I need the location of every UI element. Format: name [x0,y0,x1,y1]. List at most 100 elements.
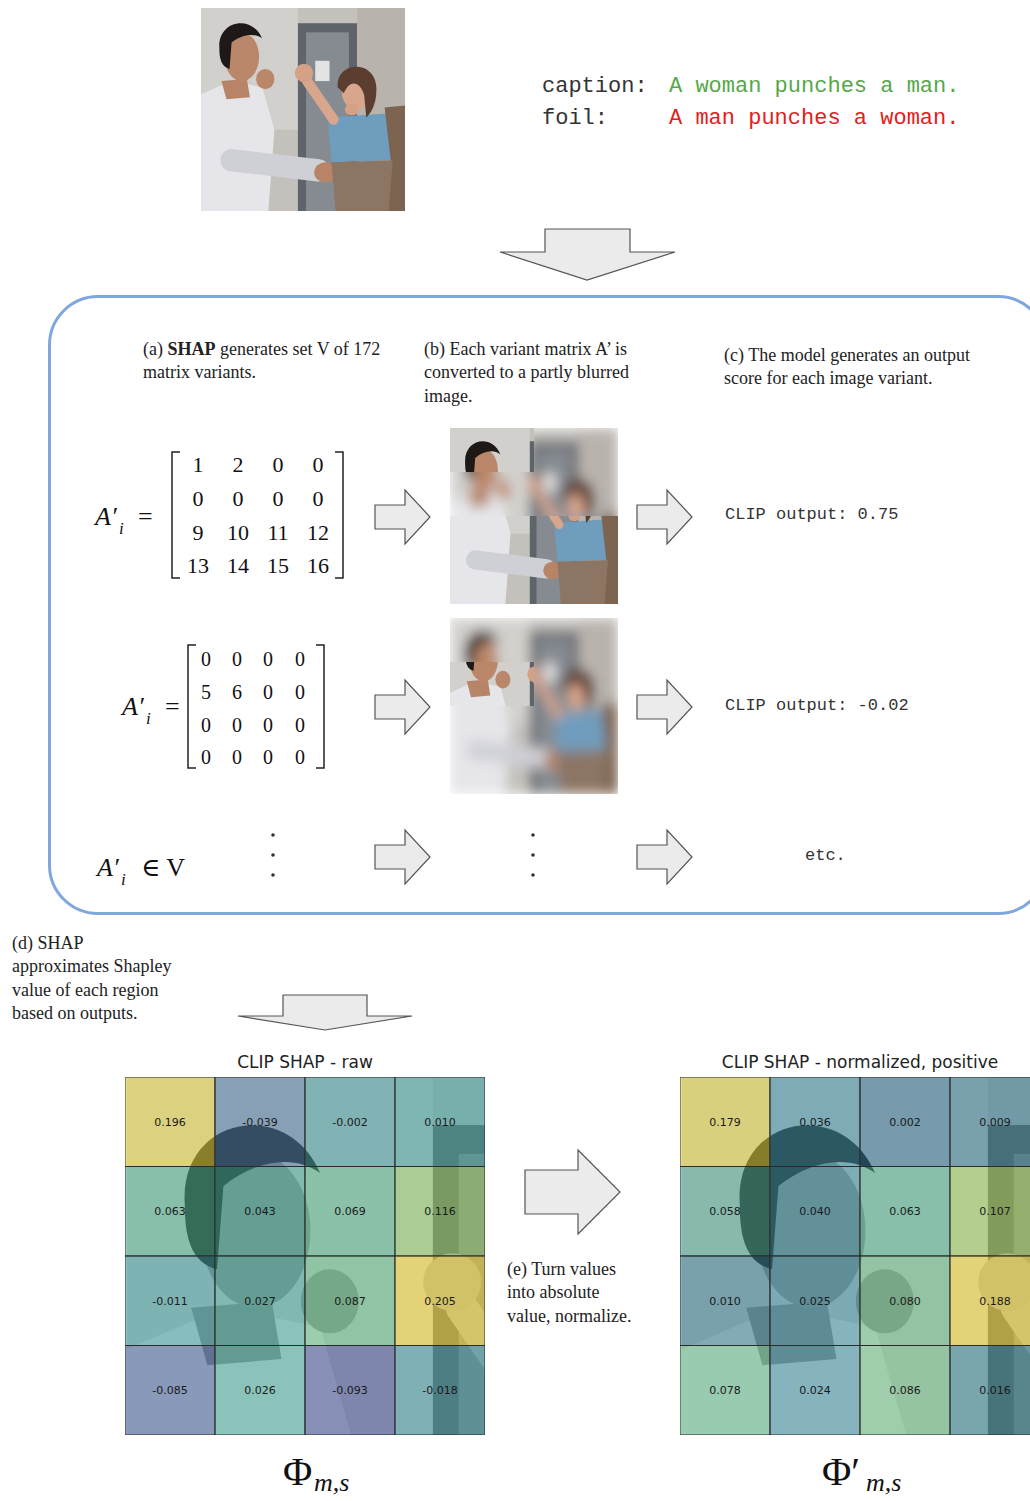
label-text: 0 [201,715,211,735]
label-text: 0.196 [154,1116,186,1127]
heat-cell [860,1167,950,1257]
label-text: A′ [97,853,119,883]
block-arrow [375,680,430,734]
ellipsis-dot [531,873,535,877]
label-text: 0 [232,715,242,735]
label-text: -0.018 [422,1385,457,1396]
label-text: (e) Turn values into absolute value, nor… [507,1258,632,1328]
label-text: = [138,502,153,532]
label-text: 14 [227,555,249,577]
heat-cell [680,1167,770,1257]
heatmap-panel: CLIP SHAP - raw [125,1050,485,1435]
step-heading: (a) SHAP generates set V of 172 matrix v… [143,338,393,385]
ellipsis-dot [271,853,275,857]
step-heading: (b) Each variant matrix A’ is converted … [424,338,679,408]
label-text: 0 [233,488,244,510]
matrix-bracket [335,452,343,578]
heat-cell [950,1077,1030,1167]
heat-cell [305,1077,395,1167]
label-text: 10 [227,522,249,544]
label-text: ∈ V [141,853,185,883]
label-text: caption: [542,76,648,98]
label-text: 0.116 [424,1206,456,1217]
label-text: 0.010 [709,1295,741,1306]
label-text: 0 [313,454,324,476]
label-text: Φ [283,1452,312,1492]
heat-cell [215,1167,305,1257]
label-text: 1 [193,454,204,476]
label-text: 0 [263,649,273,669]
label-text: 0 [263,747,273,767]
matrix-bracket [188,645,196,768]
label-text: i [119,519,124,539]
label-text: 0.179 [709,1116,741,1127]
label-text: 0 [295,715,305,735]
label-text: 0 [201,649,211,669]
label-text: etc. [805,846,846,866]
label-text: A′ [95,502,117,532]
photo [201,8,405,211]
label-text: 0.036 [799,1116,831,1127]
label-text: -0.011 [152,1295,187,1306]
label-text: 0.087 [334,1295,366,1306]
label-text: -0.039 [242,1116,277,1127]
heat-cell [215,1346,305,1436]
heat-cell [860,1077,950,1167]
heatmap-panel: CLIP SHAP - normalized, positive [680,1050,1030,1435]
heat-cell [305,1346,395,1436]
label-text: 11 [267,522,288,544]
label-text: m,s [866,1468,901,1498]
label-text: 0.069 [334,1206,366,1217]
heat-cell [770,1167,860,1257]
label-text: i [146,709,151,729]
ellipsis-dot [531,833,535,837]
matrix-bracket [316,645,324,768]
label-text: 0.107 [979,1206,1011,1217]
heat-cell [860,1346,950,1436]
label-text: 0 [263,682,273,702]
label-text: i [121,870,126,890]
label-text: 0.025 [799,1295,831,1306]
label-text: 13 [187,555,209,577]
block-arrow [375,830,430,884]
label-text: 0 [232,649,242,669]
heat-cell [125,1346,215,1436]
heat-cell [395,1256,485,1346]
block-arrow [375,490,430,544]
label-text: m,s [314,1468,349,1498]
label-text: 16 [307,555,329,577]
label-text: A′ [122,692,144,722]
label-text: 15 [267,555,289,577]
label-text: 0.086 [889,1385,921,1396]
label-text: 0.043 [244,1206,276,1217]
bold-word: SHAP [167,339,215,359]
label-text: 0 [313,488,324,510]
label-text: 0.078 [709,1385,741,1396]
label-text: A man punches a woman. [669,108,959,130]
label-text: 2 [233,454,244,476]
heat-cell [395,1167,485,1257]
ellipsis-dot [271,873,275,877]
ellipsis-dot [271,833,275,837]
heat-cell [125,1077,215,1167]
label-text: 0.024 [799,1385,831,1396]
ellipsis-dot [531,853,535,857]
label-text: Φ′ [822,1452,860,1492]
label-text: 12 [307,522,329,544]
heat-cell [125,1256,215,1346]
label-text: foil: [542,108,608,130]
label-text: 9 [193,522,204,544]
matrix-bracket [172,452,180,578]
label-text: 0.058 [709,1206,741,1217]
label-text: 0 [273,488,284,510]
panel-title: CLIP SHAP - normalized, positive [722,1052,998,1072]
label-text: -0.002 [332,1116,367,1127]
label-text: 0.063 [889,1206,921,1217]
panel-title: CLIP SHAP - raw [237,1052,373,1072]
label-text: 0.205 [424,1295,456,1306]
label-text: CLIP output: -0.02 [725,696,909,716]
heatmap-image [680,1077,1030,1435]
label-text: 0.080 [889,1295,921,1306]
block-arrow-connector [238,995,412,1030]
